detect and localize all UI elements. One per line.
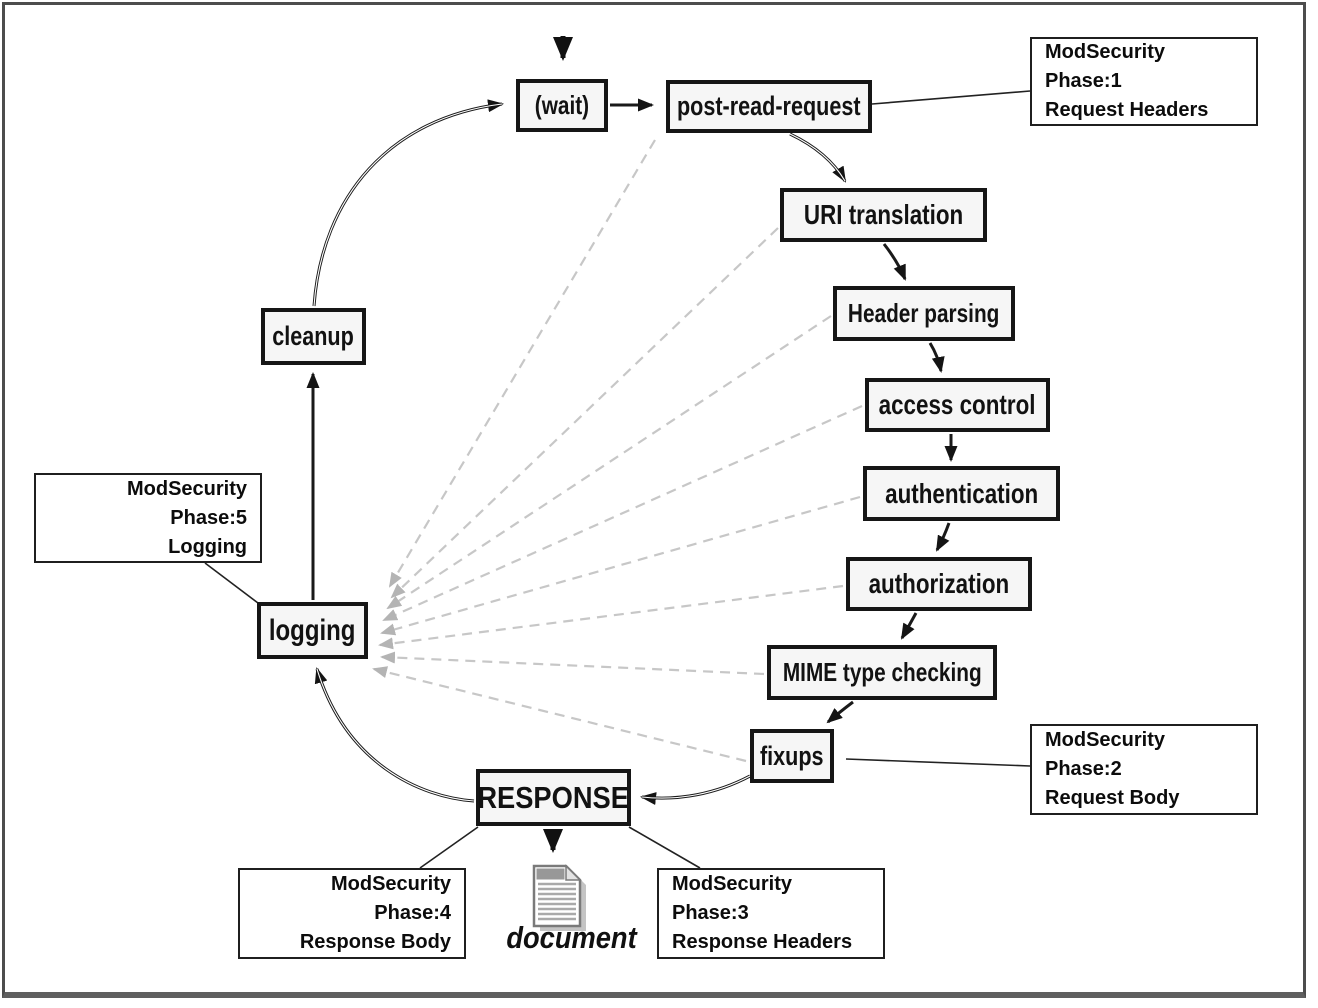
annotation-phase2: ModSecurity Phase:2 Request Body: [1030, 724, 1258, 815]
dashed-arrow-mime-to-logging: [380, 651, 765, 676]
arrow-mime-to-fixups: [826, 700, 854, 724]
dashed-arrow-auth-to-logging: [380, 495, 861, 636]
node-logging-label: logging: [269, 613, 356, 647]
node-mime-type-checking: MIME type checking: [767, 645, 997, 700]
dashed-arrow-header-to-logging: [386, 315, 832, 610]
annotation-phase3-line2: Response Headers: [672, 931, 853, 953]
node-uri-translation: URI translation: [780, 188, 987, 242]
arrow-cleanup-to-wait: [312, 99, 504, 307]
node-authorization: authorization: [846, 557, 1032, 611]
arrow-response-to-logging: [314, 667, 475, 803]
annotation-phase3: ModSecurity Phase:3 Response Headers: [657, 868, 885, 959]
arrow-authz-to-mime: [900, 612, 918, 640]
node-cleanup-label: cleanup: [272, 321, 355, 351]
arrow-core: [316, 668, 475, 802]
annotation-phase1-line1: ModSecurity Phase:1: [1045, 41, 1166, 92]
node-access-control: access control: [865, 378, 1050, 432]
dashed-arrow-postread-to-logging: [388, 139, 656, 588]
annotation-phase2-line1: ModSecurity Phase:2: [1045, 729, 1166, 780]
node-header-parsing-label: Header parsing: [848, 298, 1000, 328]
node-fixups-label: fixups: [760, 740, 824, 771]
arrow-core: [313, 103, 503, 307]
arrow-header-to-access: [928, 342, 945, 373]
annotation-phase5: ModSecurity Phase:5 Logging: [34, 473, 262, 563]
annotation-phase4: ModSecurity Phase:4 Response Body: [238, 868, 466, 959]
node-post-read-request: post-read-request: [666, 80, 872, 133]
node-mime-type-checking-label: MIME type checking: [782, 657, 982, 687]
annotation-phase1-line2: Request Headers: [1045, 99, 1209, 121]
node-fixups: fixups: [750, 729, 834, 783]
arrow-core: [641, 775, 751, 799]
arrow-fixups-to-response: [640, 774, 751, 806]
callout-line-phase5: [204, 562, 259, 604]
annotation-phase4-line2: Response Body: [299, 931, 451, 953]
callout-line-phase2: [845, 758, 1031, 767]
node-authorization-label: authorization: [868, 568, 1010, 599]
node-logging: logging: [257, 602, 368, 659]
annotation-phase4-line1: ModSecurity Phase:4: [330, 873, 451, 924]
node-response-label: RESPONSE: [477, 779, 630, 815]
dashed-arrow-access-to-logging: [382, 404, 863, 622]
node-access-control-label: access control: [879, 389, 1036, 420]
node-wait-label: (wait): [534, 90, 590, 120]
node-wait: (wait): [516, 79, 608, 132]
arrow-core: [789, 133, 846, 182]
annotation-phase5-line1: ModSecurity Phase:5: [126, 477, 247, 529]
node-authentication-label: authentication: [884, 477, 1039, 509]
annotation-phase1: ModSecurity Phase:1 Request Headers: [1030, 37, 1258, 126]
dashed-arrow-uri-to-logging: [390, 227, 779, 599]
node-post-read-request-label: post-read-request: [677, 91, 861, 121]
annotation-phase3-line1: ModSecurity Phase:3: [672, 873, 793, 924]
dashed-arrow-fixups-to-logging: [372, 666, 747, 763]
callout-line-phase4: [419, 826, 479, 869]
node-response: RESPONSE: [476, 769, 631, 826]
annotation-phase2-line2: Request Body: [1045, 787, 1180, 809]
document-label: document: [506, 920, 637, 955]
arrow-uri-to-header: [882, 243, 907, 281]
node-cleanup: cleanup: [261, 308, 366, 365]
dashed-arrow-authz-to-logging: [378, 584, 844, 650]
annotation-phase5-line2: Logging: [168, 535, 247, 558]
arrow-postread-to-uri: [789, 132, 847, 183]
node-authentication: authentication: [863, 466, 1060, 521]
arrow-auth-to-authz: [935, 522, 951, 552]
node-header-parsing: Header parsing: [833, 286, 1015, 341]
callout-line-phase1: [871, 90, 1031, 105]
node-uri-translation-label: URI translation: [803, 199, 964, 230]
callout-line-phase3: [628, 826, 701, 869]
